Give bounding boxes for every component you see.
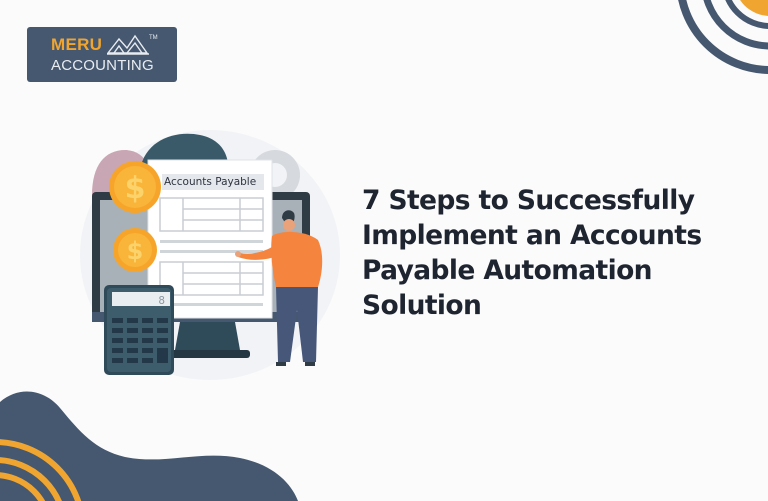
trademark-symbol: TM (149, 35, 158, 41)
svg-text:$: $ (127, 237, 144, 265)
logo-wordmark-accounting: ACCOUNTING (51, 57, 154, 74)
title-line: Implement an Accounts (362, 220, 702, 251)
calculator-icon: 8 (104, 285, 174, 375)
bottom-left-wave-decoration (0, 391, 298, 501)
title-line: Solution (362, 290, 482, 321)
accounts-payable-illustration: $ $ 8 (80, 130, 340, 380)
top-right-arcs-decoration (678, 0, 768, 74)
svg-text:8: 8 (158, 294, 165, 307)
brand-logo[interactable]: MERU TM ACCOUNTING (27, 27, 177, 82)
title-line: 7 Steps to Successfully (362, 185, 695, 216)
dollar-coin-icon: $ (109, 161, 161, 213)
mountain-icon (107, 34, 149, 55)
dollar-coin-icon: $ (113, 228, 157, 272)
svg-text:$: $ (125, 171, 146, 206)
title-line: Payable Automation (362, 255, 653, 286)
logo-wordmark-meru: MERU (51, 35, 103, 54)
page-title: 7 Steps to Successfully Implement an Acc… (362, 183, 742, 323)
person-figure (235, 210, 323, 366)
accounts-payable-label: Accounts Payable (162, 174, 264, 190)
